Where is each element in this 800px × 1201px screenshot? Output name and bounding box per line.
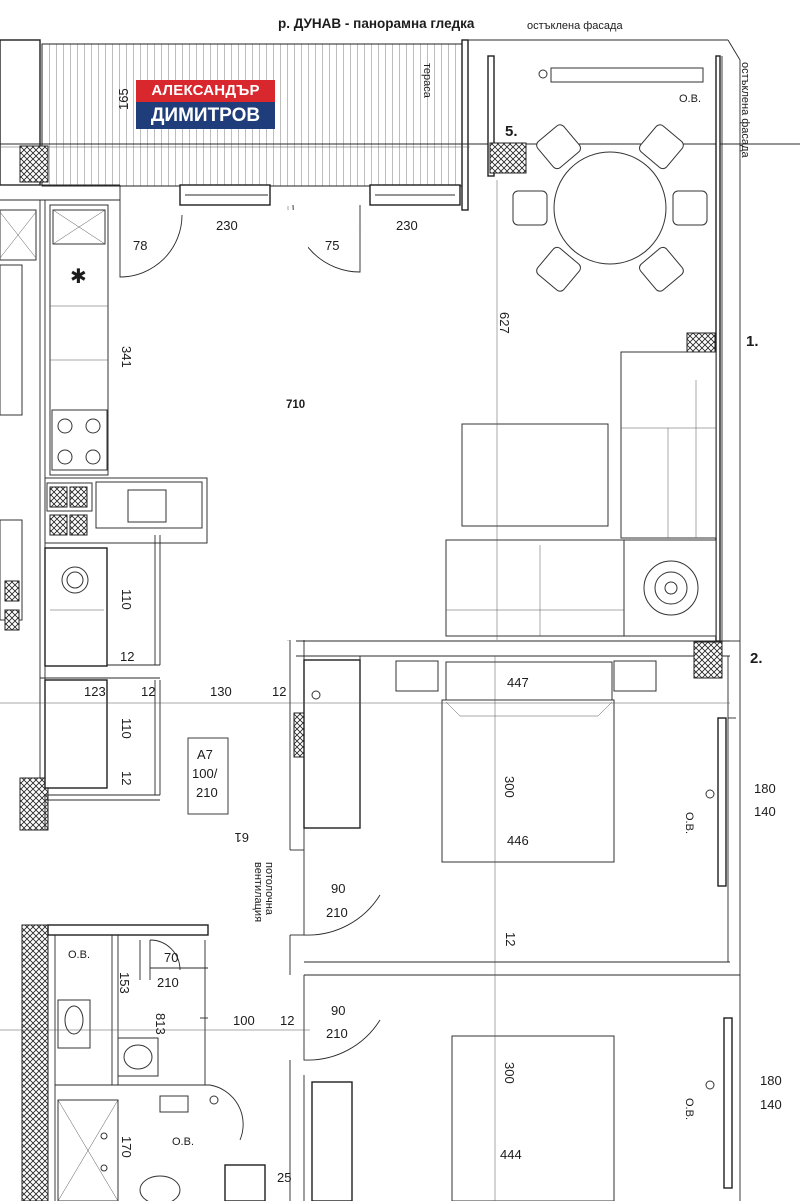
- switch-icon: [311, 690, 321, 700]
- terrace-doors: [179, 184, 461, 206]
- logo-line-2: ДИМИТРОВ: [136, 102, 275, 129]
- shaft-label-1: потолочна: [263, 862, 275, 916]
- dining-chair: [512, 190, 548, 226]
- dim-78: 78: [133, 238, 147, 253]
- door-swing: [119, 214, 183, 278]
- terrace-label: тераса: [421, 63, 433, 99]
- dim-210: 210: [326, 1026, 348, 1041]
- logo-line-1: АЛЕКСАНДЪР: [136, 80, 275, 102]
- asterisk-icon: ✱: [70, 266, 87, 288]
- ov-label: О.В.: [68, 949, 90, 961]
- erased-area: [286, 210, 308, 640]
- door-swing: [209, 1084, 244, 1141]
- dim-341: 341: [119, 346, 134, 368]
- dim-110: 110: [119, 589, 134, 610]
- dim-25: 25: [277, 1170, 291, 1185]
- agency-logo: АЛЕКСАНДЪР ДИМИТРОВ: [136, 80, 275, 129]
- door-size-b: 210: [196, 785, 218, 800]
- header-title: р. ДУНАВ - панорамна гледка: [278, 16, 475, 31]
- dim-165: 165: [116, 88, 131, 110]
- door-code: A7: [197, 747, 213, 762]
- dim-444: 444: [500, 1147, 522, 1162]
- dim-180: 180: [760, 1073, 782, 1088]
- door-size-a: 100/: [192, 766, 218, 781]
- dim-813: 813: [153, 1013, 168, 1035]
- marker-2: 2.: [750, 650, 763, 667]
- column: [19, 145, 49, 183]
- marker-1: 1.: [746, 333, 759, 350]
- dining-set: [512, 67, 708, 292]
- dim-100: 100: [233, 1013, 255, 1028]
- ov-label: О.В.: [683, 1098, 695, 1120]
- dim-123: 123: [84, 684, 106, 699]
- dim-446: 446: [507, 833, 529, 848]
- ov-label: О.В.: [172, 1136, 194, 1148]
- column: [693, 641, 723, 679]
- dining-chair: [639, 124, 684, 170]
- dim-12: 12: [280, 1013, 294, 1028]
- dim-210: 210: [326, 905, 348, 920]
- dim-230: 230: [216, 218, 238, 233]
- dim-230: 230: [396, 218, 418, 233]
- door-tag-box: [187, 737, 229, 815]
- dining-chair: [536, 124, 581, 170]
- dim-12: 12: [503, 932, 518, 946]
- dim-140: 140: [760, 1097, 782, 1112]
- dim-110: 110: [119, 718, 134, 739]
- erased-area: [500, 390, 532, 406]
- header-facade: остъклена фасада: [527, 20, 623, 32]
- dim-90: 90: [331, 1003, 345, 1018]
- bedroom-1: [395, 660, 736, 887]
- dining-chair: [672, 190, 708, 226]
- dim-70: 70: [164, 950, 178, 965]
- switch-icon: [209, 1095, 219, 1105]
- marker-5: 5.: [505, 123, 518, 140]
- switch-icon: [100, 1164, 108, 1172]
- dim-210: 210: [157, 975, 179, 990]
- dim-75: 75: [325, 238, 339, 253]
- erased-area: [145, 405, 175, 425]
- door-swing: [149, 939, 181, 971]
- dim-90: 90: [331, 881, 345, 896]
- ov-label: О.В.: [683, 812, 695, 834]
- dim-627: 627: [497, 312, 512, 334]
- dim-61: 61: [235, 830, 249, 845]
- dim-12: 12: [141, 684, 155, 699]
- switch-icon: [100, 1132, 108, 1140]
- dim-140: 140: [754, 804, 776, 819]
- column: [489, 142, 527, 174]
- sofas: [445, 351, 717, 637]
- dim-12: 12: [272, 684, 286, 699]
- dim-300: 300: [502, 776, 517, 798]
- dim-300: 300: [502, 1062, 517, 1084]
- dim-153: 153: [117, 972, 132, 994]
- bathrooms: [47, 924, 266, 1201]
- column: [19, 777, 49, 831]
- dim-447: 447: [507, 675, 529, 690]
- ov-label: О.В.: [679, 93, 701, 105]
- dim-170: 170: [119, 1136, 134, 1158]
- side-facade-label: остъклена фасада: [739, 62, 751, 158]
- dim-710: 710: [286, 399, 305, 411]
- dim-12: 12: [120, 649, 134, 664]
- shaft-label-2: вентилация: [252, 862, 264, 922]
- dining-chair: [536, 246, 581, 292]
- kitchen: [0, 204, 208, 631]
- corridor: [289, 640, 740, 1201]
- dim-12: 12: [119, 771, 134, 785]
- dim-180: 180: [754, 781, 776, 796]
- dining-chair: [639, 246, 684, 292]
- dim-130: 130: [210, 684, 232, 699]
- column: [21, 924, 49, 1201]
- bedroom-2: [451, 1017, 733, 1201]
- utility-rooms: [40, 535, 161, 830]
